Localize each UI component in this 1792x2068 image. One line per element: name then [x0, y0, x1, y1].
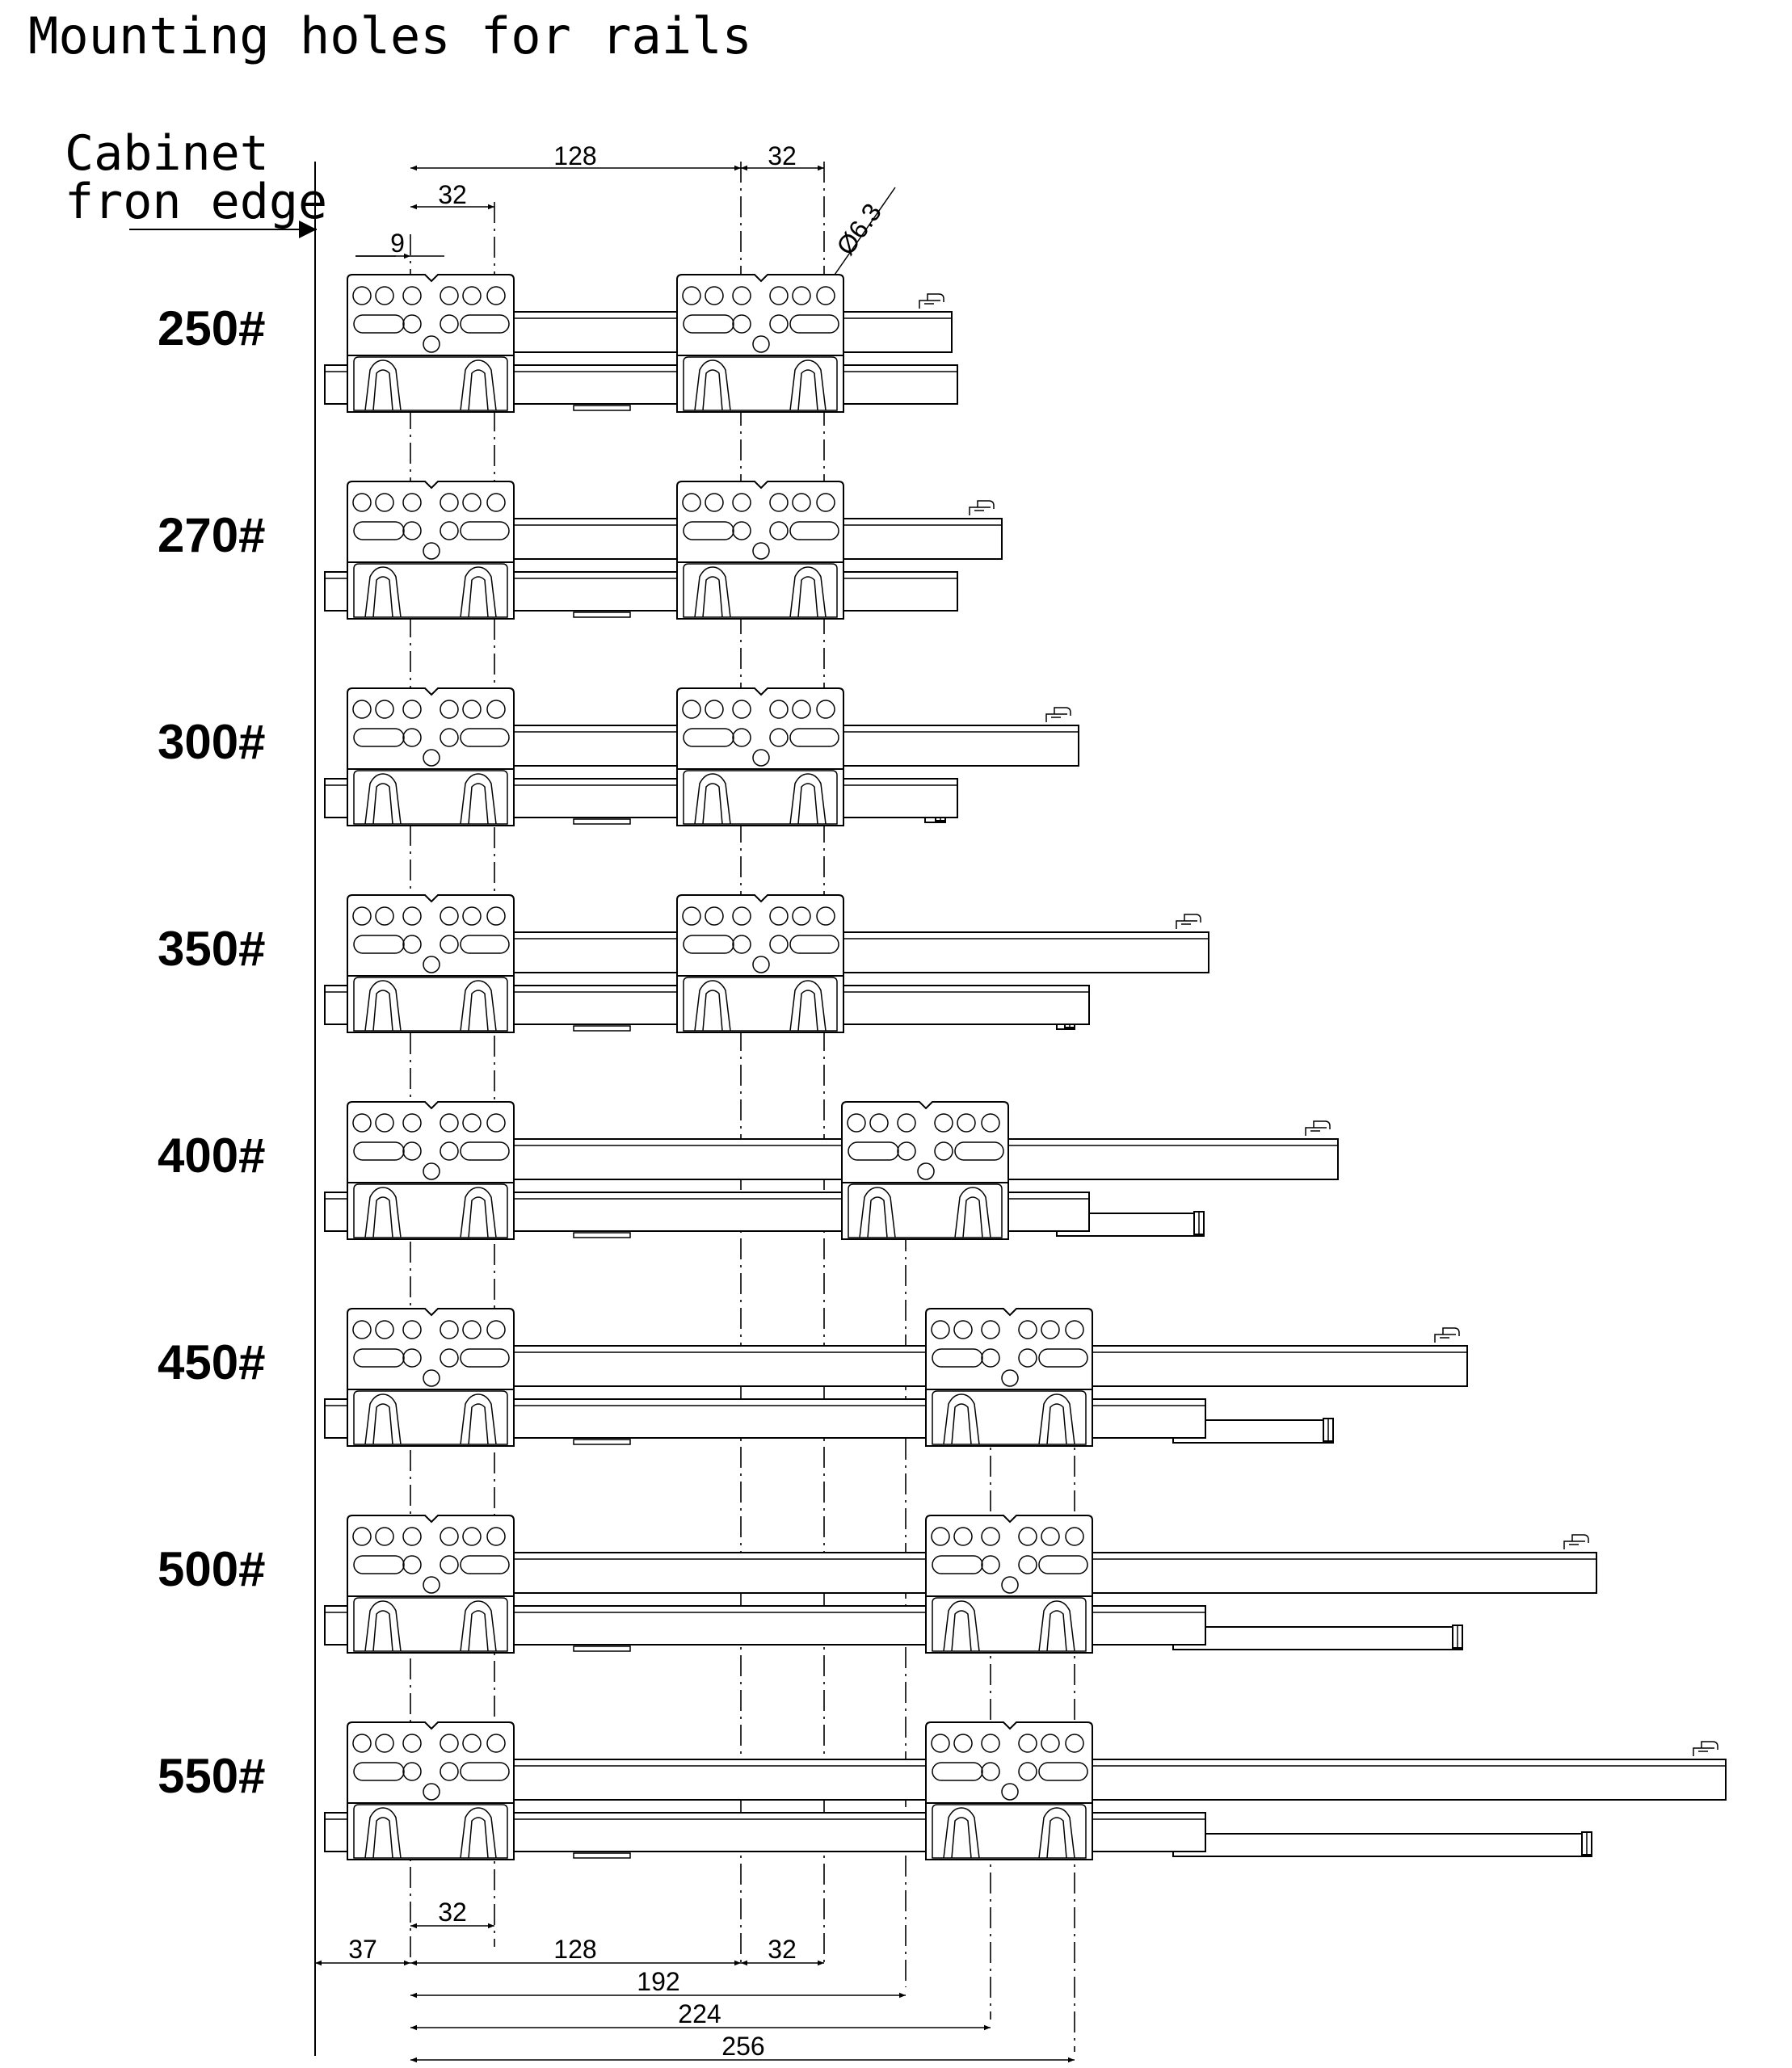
- bottom-dim-37: 37: [348, 1935, 377, 1964]
- front-mounting-bracket: [347, 274, 515, 413]
- rail-rows: 250# 270# 300# 350# 400# 450# 500# 550#: [158, 274, 1727, 1860]
- rail-row-450: 450#: [158, 1308, 1468, 1447]
- rear-mounting-bracket: [925, 1308, 1093, 1447]
- size-label: 450#: [158, 1335, 265, 1389]
- rail-row-500: 500#: [158, 1515, 1597, 1654]
- front-mounting-bracket: [347, 687, 515, 826]
- top-dim-128: 128: [553, 141, 596, 170]
- rail-end-stop: [1193, 1211, 1205, 1235]
- rail-row-300: 300#: [158, 687, 1079, 826]
- front-mounting-bracket: [347, 1515, 515, 1654]
- bottom-dim-256: 256: [721, 2032, 764, 2061]
- rear-mounting-bracket: [925, 1515, 1093, 1654]
- cabinet-edge-label-line2: fron edge: [65, 174, 327, 230]
- front-mounting-bracket: [347, 481, 515, 620]
- rail-end-stop: [1323, 1418, 1334, 1442]
- size-label: 300#: [158, 715, 265, 769]
- rail-end-hook: [1305, 1120, 1331, 1137]
- rear-mounting-bracket: [925, 1721, 1093, 1860]
- rail-row-250: 250#: [158, 274, 958, 413]
- rail-row-350: 350#: [158, 894, 1209, 1033]
- size-label: 250#: [158, 301, 265, 355]
- size-label: 350#: [158, 922, 265, 976]
- bottom-dim-128: 128: [553, 1935, 596, 1964]
- bottom-dim-32: 32: [438, 1898, 467, 1927]
- rail-row-400: 400#: [158, 1101, 1339, 1240]
- rail-end-hook: [969, 500, 995, 516]
- bottom-dim-32-right: 32: [768, 1935, 797, 1964]
- rear-mounting-bracket: [841, 1101, 1009, 1240]
- size-label: 400#: [158, 1129, 265, 1183]
- rear-mounting-bracket: [676, 274, 844, 413]
- front-mounting-bracket: [347, 1308, 515, 1447]
- top-dim-32-left: 32: [438, 180, 467, 209]
- rear-mounting-bracket: [676, 894, 844, 1033]
- front-mounting-bracket: [347, 1101, 515, 1240]
- bottom-dim-192: 192: [637, 1967, 679, 1996]
- size-label: 500#: [158, 1542, 265, 1596]
- front-mounting-bracket: [347, 1721, 515, 1860]
- extension-rail: [1172, 1626, 1463, 1650]
- hole-diameter-label: Ø6.3: [831, 198, 887, 260]
- bottom-dimensions: [315, 1923, 1075, 2063]
- rail-end-hook: [1693, 1741, 1718, 1757]
- rail-end-hook: [1434, 1327, 1460, 1343]
- rail-end-hook: [919, 293, 944, 309]
- cabinet-edge-label-line1: Cabinet: [65, 125, 269, 182]
- top-dimensions: [355, 165, 896, 288]
- rail-row-550: 550#: [158, 1721, 1727, 1860]
- size-label: 270#: [158, 508, 265, 562]
- rail-end-hook: [1176, 914, 1201, 930]
- rear-mounting-bracket: [676, 481, 844, 620]
- top-dim-9: 9: [390, 229, 405, 258]
- rail-row-270: 270#: [158, 481, 1003, 620]
- top-dim-32-right: 32: [768, 141, 797, 170]
- front-mounting-bracket: [347, 894, 515, 1033]
- size-label: 550#: [158, 1749, 265, 1803]
- rail-end-hook: [1045, 707, 1071, 723]
- rail-end-stop: [1581, 1831, 1592, 1856]
- rail-end-stop: [1452, 1625, 1463, 1649]
- rear-mounting-bracket: [676, 687, 844, 826]
- extension-rail: [1172, 1833, 1592, 1857]
- rail-end-hook: [1563, 1534, 1589, 1550]
- drawing-title: Mounting holes for rails: [28, 6, 752, 65]
- bottom-dim-224: 224: [678, 1999, 721, 2028]
